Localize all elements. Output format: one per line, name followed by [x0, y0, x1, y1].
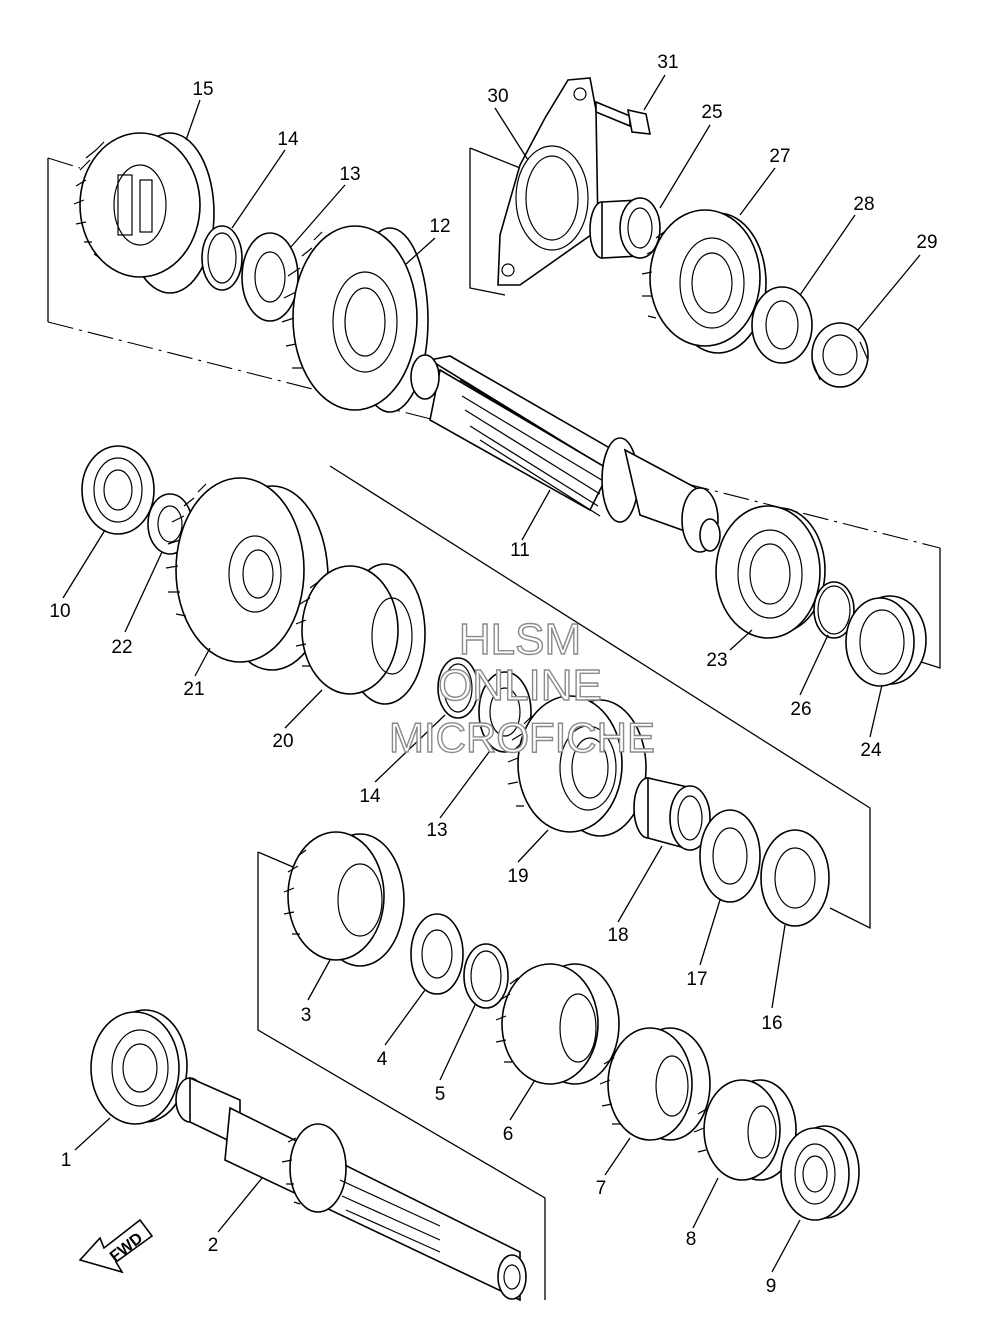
part-19-gear — [507, 695, 647, 837]
callout-5: 5 — [435, 1084, 446, 1105]
callout-4: 4 — [377, 1049, 388, 1070]
callout-2: 2 — [208, 1235, 219, 1256]
callout-25: 25 — [701, 102, 722, 123]
watermark-line-1: HLSM — [459, 615, 581, 664]
callout-13-mid: 13 — [426, 820, 447, 841]
callout-14-upper: 14 — [277, 129, 299, 150]
callout-24: 24 — [860, 740, 882, 761]
part-30-bracket — [497, 77, 599, 286]
part-28-washer — [751, 286, 813, 364]
part-31-bolt — [595, 100, 651, 135]
callout-26: 26 — [790, 699, 811, 720]
callout-7: 7 — [596, 1178, 607, 1199]
callout-23: 23 — [706, 650, 727, 671]
part-14-circlip-upper — [201, 225, 243, 291]
part-8-gear — [693, 1079, 797, 1181]
callout-11: 11 — [510, 540, 530, 561]
part-7-gear — [599, 1027, 711, 1141]
part-24-oil-seal — [845, 595, 927, 687]
part-17-washer — [699, 809, 761, 903]
callout-12: 12 — [429, 216, 450, 237]
frame-middle — [329, 465, 871, 930]
callout-6: 6 — [503, 1124, 514, 1145]
part-9-bearing — [780, 1125, 860, 1221]
callout-16: 16 — [761, 1013, 782, 1034]
watermark-line-2: ONLINE — [438, 661, 602, 710]
callout-3: 3 — [301, 1005, 312, 1026]
part-6-gear — [495, 963, 620, 1085]
part-12-gear — [281, 225, 429, 413]
callout-13-upper: 13 — [339, 164, 360, 185]
part-23-bearing — [715, 505, 826, 639]
part-4-washer — [410, 913, 464, 995]
callout-8: 8 — [686, 1229, 697, 1250]
callout-29: 29 — [916, 232, 937, 253]
part-3-gear — [283, 831, 405, 967]
callout-21: 21 — [183, 679, 204, 700]
callout-20: 20 — [272, 731, 293, 752]
part-13-washer-upper — [241, 232, 299, 322]
part-10-bearing — [81, 445, 155, 535]
part-2-drive-shaft — [175, 1076, 527, 1302]
callout-19: 19 — [507, 866, 528, 887]
part-26-o-ring — [813, 581, 855, 639]
leader-lines — [62, 74, 921, 1273]
callout-17: 17 — [686, 969, 707, 990]
part-29-nut — [811, 322, 869, 388]
callout-22: 22 — [111, 637, 132, 658]
part-11-main-shaft — [410, 354, 721, 553]
callout-10: 10 — [49, 601, 70, 622]
callout-15: 15 — [192, 79, 213, 100]
watermark-line-3: MICROFICHE — [389, 714, 655, 761]
part-20-gear — [295, 563, 426, 705]
part-21-gear — [165, 477, 329, 671]
part-1-bearing — [90, 1009, 188, 1125]
callout-27: 27 — [769, 146, 790, 167]
part-15-gear — [73, 132, 215, 294]
part-13-washer-mid — [478, 671, 532, 753]
frame-upper-right — [469, 147, 521, 296]
watermark: HLSM ONLINE MICROFICHE — [388, 614, 655, 761]
callout-1: 1 — [61, 1150, 72, 1171]
part-18-needle-bearing — [633, 776, 711, 852]
callout-14-mid: 14 — [359, 786, 381, 807]
fwd-arrow-icon: FWD — [78, 1218, 154, 1274]
part-25-collar — [589, 197, 661, 259]
callout-labels: 1 2 3 4 5 6 7 8 9 10 11 12 13 14 15 16 1… — [49, 52, 937, 1297]
part-5-circlip — [463, 943, 509, 1009]
callout-30: 30 — [487, 86, 508, 107]
part-16-washer — [760, 829, 830, 927]
callout-18: 18 — [607, 925, 628, 946]
part-14-circlip-mid — [437, 657, 479, 719]
callout-31: 31 — [657, 52, 678, 73]
part-27-sprocket — [641, 209, 767, 354]
callout-28: 28 — [853, 194, 874, 215]
callout-9: 9 — [766, 1276, 777, 1297]
